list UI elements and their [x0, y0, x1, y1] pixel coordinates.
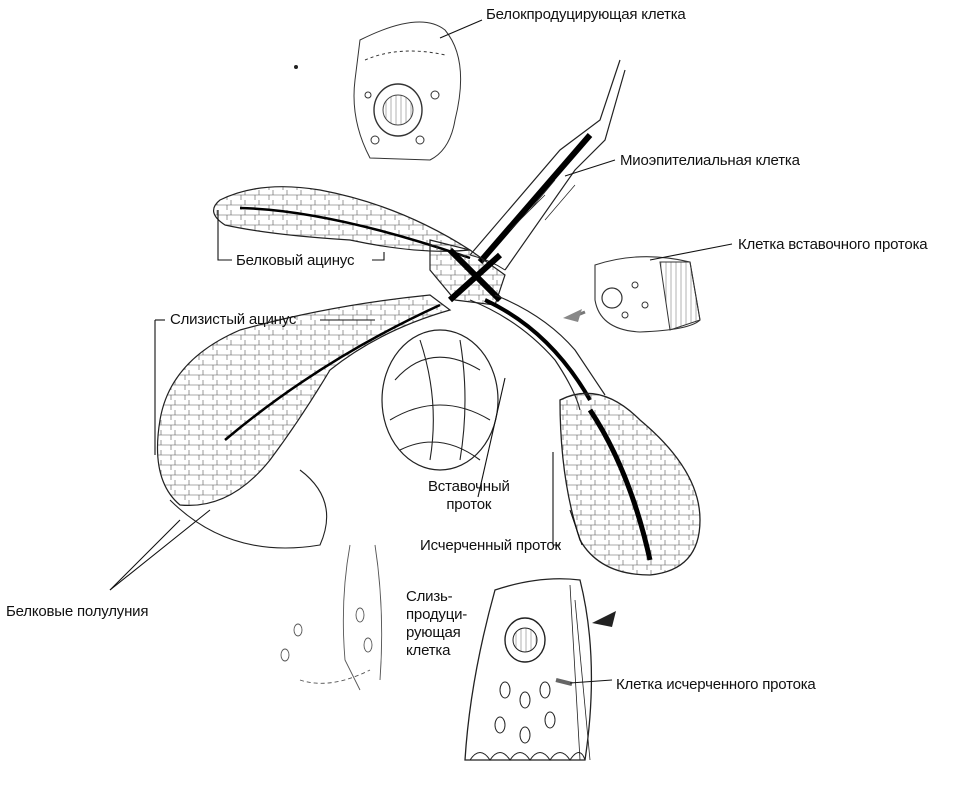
striated-duct-cell-drawing	[465, 579, 591, 760]
label-striated-duct-cell: Клетка исчерченного протока	[616, 676, 816, 694]
pointer-triangle-icon	[592, 611, 616, 627]
intercalated-duct-cell-drawing	[570, 257, 700, 332]
label-mucous-producing-cell: Слизь- продуци- рующая клетка	[406, 588, 467, 660]
label-intercalated-duct: Вставочный проток	[428, 478, 510, 514]
label-serous-demilunes: Белковые полулуния	[6, 603, 148, 621]
mucous-producing-cell-drawing	[281, 545, 382, 690]
label-striated-duct: Исчерченный проток	[420, 537, 561, 555]
label-protein-producing-cell: Белокпродуцирующая клетка	[486, 6, 686, 24]
protein-producing-cell-drawing	[354, 22, 461, 160]
label-myoepithelial-cell: Миоэпителиальная клетка	[620, 152, 800, 170]
label-serous-acinus: Белковый ацинус	[236, 252, 354, 270]
pointer-triangle-small-icon	[563, 309, 582, 322]
label-mucous-acinus: Слизистый ацинус	[170, 311, 296, 329]
label-intercalated-duct-cell: Клетка вставочного протока	[738, 236, 927, 254]
